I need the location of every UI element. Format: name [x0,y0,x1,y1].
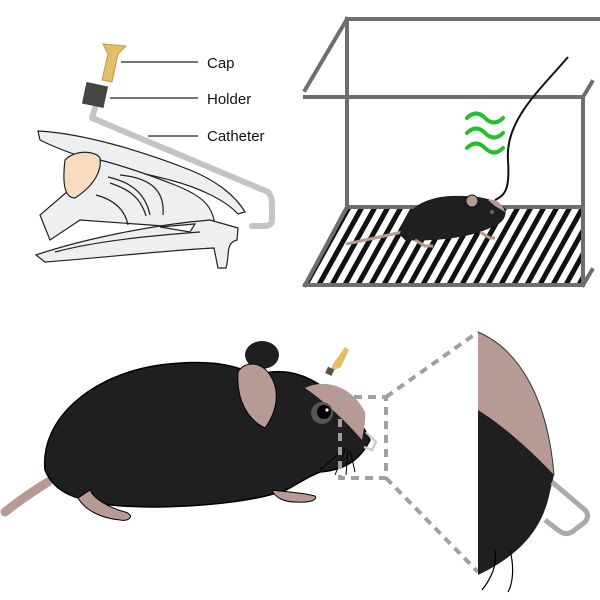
label-catheter: Catheter [207,128,265,145]
floor-stripe [589,200,600,290]
olfactory-bulb [63,151,101,199]
floor-stripe [508,207,564,285]
floor-stripe [305,207,343,285]
floor-stripe [339,207,395,285]
catheter-inset [543,480,590,537]
floor-stripe [495,207,551,285]
mouse-feet [77,489,317,521]
zoom-inset [477,331,590,593]
catheter-cap-small [330,347,349,372]
cage-frame [302,16,600,288]
floor-stripe [521,207,577,285]
floor-stripe [482,207,538,285]
mouse-tail [0,477,53,517]
floor-stripe [352,207,408,285]
mouse-eye [317,405,331,419]
catheter [89,105,275,229]
mouse-ear-back [245,341,279,369]
catheter-small [363,431,378,452]
label-cap: Cap [207,55,235,72]
holder-small [325,366,335,376]
floor-stripe [469,207,525,285]
skull-cross-section [34,130,246,269]
label-holder: Holder [207,91,251,108]
floor-stripe [326,207,382,285]
whiskers-inset [481,549,514,593]
cap-icon [101,43,128,83]
floor-stripe [560,207,583,285]
turbinates [95,174,164,226]
zoom-indicator [338,330,480,574]
small-mouse [345,194,506,248]
odor-waves-icon [465,111,505,155]
mouse-ear [237,363,277,429]
holder-icon [81,81,109,109]
label-lines [110,61,198,137]
mouse-body [44,361,371,508]
tether-cable [494,56,569,201]
mouse-head-implant-area [305,383,366,440]
floor-stripe [313,207,369,285]
eye-highlight [325,408,329,412]
floor-stripe [534,207,583,285]
floor-stripe [547,207,583,285]
